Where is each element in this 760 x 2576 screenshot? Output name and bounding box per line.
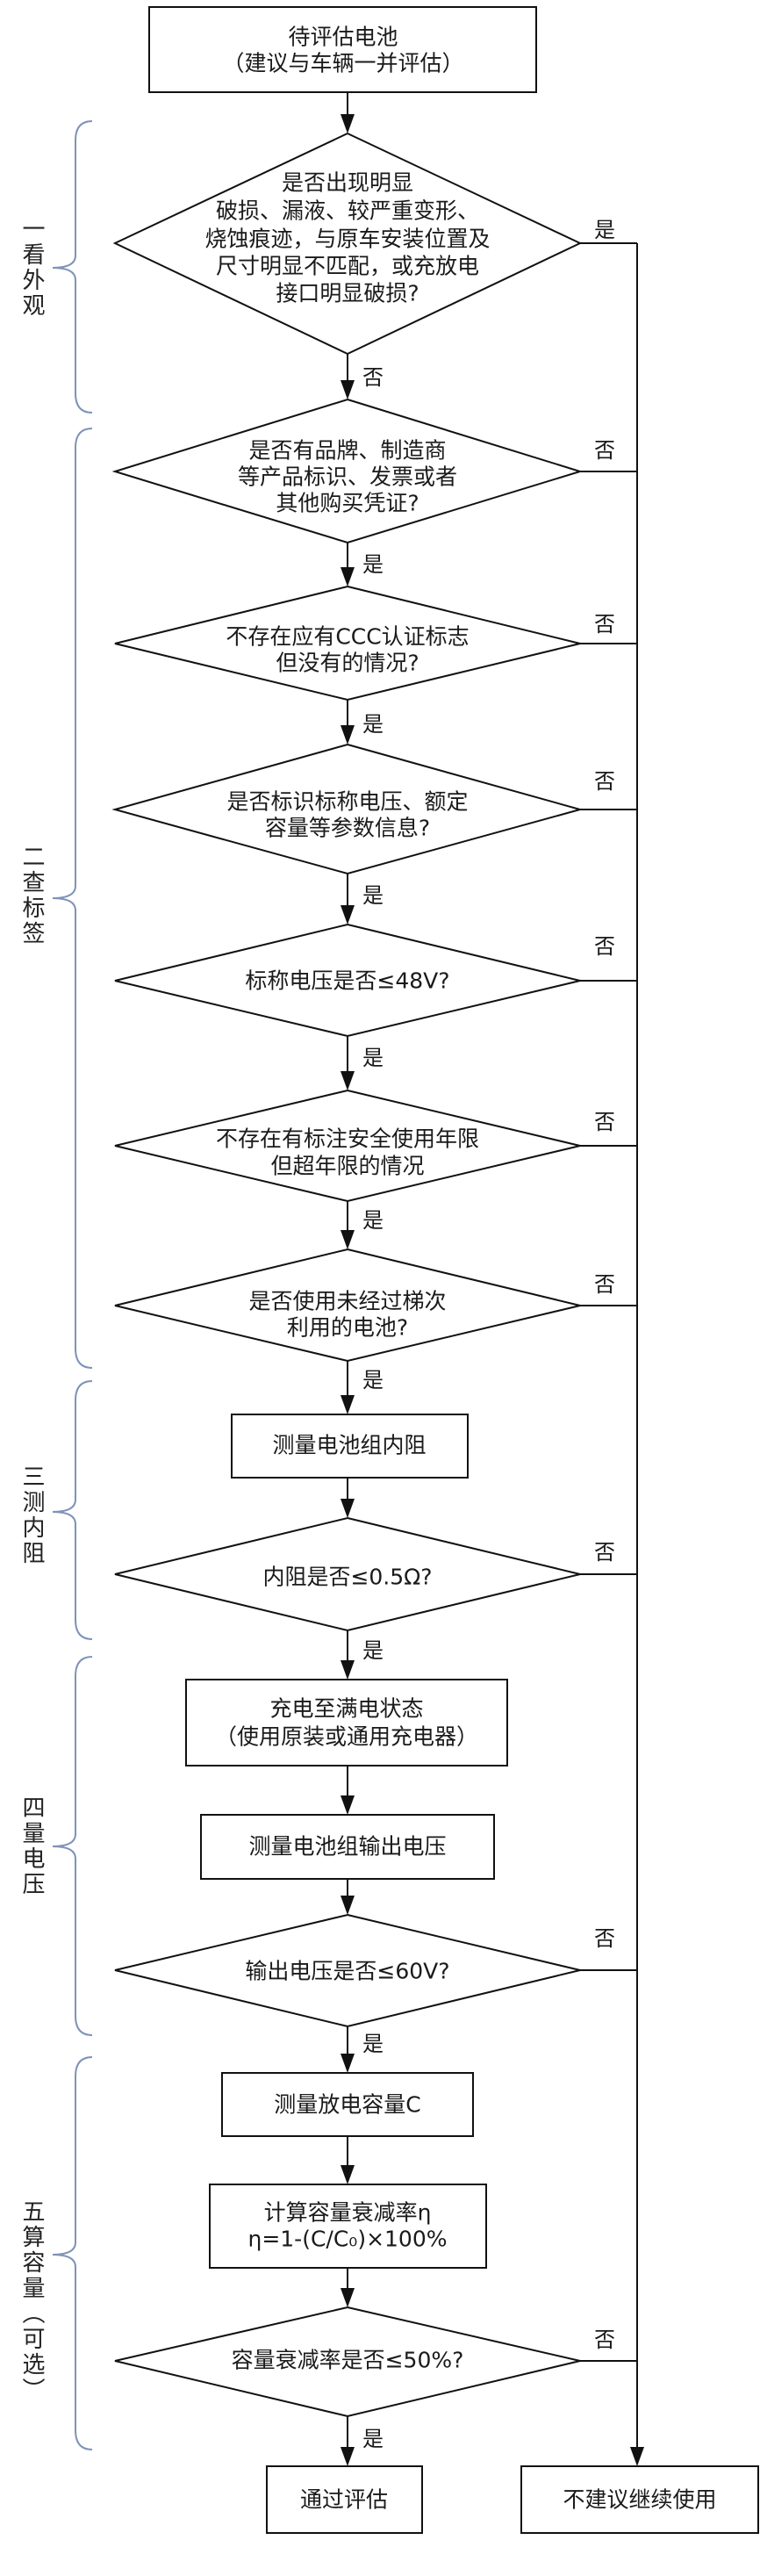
decision-7-text: 是否使用未经过梯次 — [248, 1289, 446, 1314]
arrowhead-icon — [341, 567, 355, 586]
edge-label-right: 否 — [594, 1926, 615, 1951]
process-box — [200, 1814, 495, 1880]
decision-5-text: 标称电压是否≤48V? — [245, 968, 449, 994]
stage-brace-2 — [52, 428, 93, 1369]
arrowhead-icon — [341, 725, 355, 745]
arrowhead-icon — [341, 114, 355, 133]
decision-1-text: 烧蚀痕迹，与原车安装位置及 — [204, 227, 490, 252]
start-text-line1: 待评估电池 — [288, 25, 398, 50]
process-2-text: 充电至满电状态 — [269, 1696, 423, 1722]
stage-label-capacity: 五算容量（可选） — [18, 2199, 45, 2403]
edge-label-down: 是 — [362, 883, 384, 908]
decision-3-text: 但没有的情况? — [276, 651, 419, 676]
arrowhead-icon — [341, 2054, 355, 2073]
outcome-pass-text: 通过评估 — [300, 2487, 388, 2513]
arrowhead-icon — [630, 2447, 644, 2466]
arrowhead-icon — [341, 1660, 355, 1680]
edge-label-down: 是 — [362, 552, 384, 577]
decision-1-text: 是否出现明显 — [282, 170, 413, 196]
arrowhead-icon — [341, 1795, 355, 1815]
stage-label-appearance: 一看外观 — [18, 217, 45, 319]
edge-label-down: 否 — [362, 365, 384, 390]
edge-label-right: 是 — [594, 218, 615, 242]
decision-7-text: 利用的电池? — [287, 1315, 408, 1341]
stage-brace-5 — [52, 2056, 93, 2450]
stage-brace-3 — [52, 1380, 93, 1640]
stage-label-resistance: 三测内阻 — [18, 1464, 45, 1566]
arrowhead-icon — [341, 2447, 355, 2466]
decision-2-text: 是否有品牌、制造商 — [248, 438, 446, 464]
decision-1-text: 尺寸明显不匹配，或充放电 — [216, 254, 479, 279]
edge-label-right: 否 — [594, 2328, 615, 2352]
start-box — [148, 6, 537, 93]
edge-label-right: 否 — [594, 438, 615, 463]
edge-label-down: 是 — [362, 1638, 384, 1663]
edge-label-down: 是 — [362, 712, 384, 737]
stage-brace-4 — [52, 1656, 93, 2036]
edge-label-right: 否 — [594, 934, 615, 959]
process-3-text: 测量电池组输出电压 — [248, 1834, 446, 1860]
stage-label-label-check: 二查标签 — [18, 845, 45, 946]
decision-2-text: 其他购买凭证? — [276, 491, 419, 516]
decision-1-text: 接口明显破损? — [276, 281, 419, 306]
process-5-text: 计算容量衰减率η — [264, 2200, 432, 2226]
arrowhead-icon — [341, 1071, 355, 1090]
edge-label-right: 否 — [594, 612, 615, 637]
arrowhead-icon — [341, 1896, 355, 1915]
process-4-text: 测量放电容量C — [274, 2092, 420, 2118]
edge-label-right: 否 — [594, 1540, 615, 1565]
outcome-fail-box — [520, 2465, 759, 2534]
decision-9-text: 输出电压是否≤60V? — [245, 1959, 449, 1984]
decision-10-text: 容量衰减率是否≤50%? — [232, 2348, 464, 2373]
process-5-text: η=1-(C/C₀)×100% — [247, 2227, 447, 2252]
decision-6-text: 不存在有标注安全使用年限 — [216, 1126, 479, 1152]
process-box — [185, 1679, 508, 1767]
edge-label-down: 是 — [362, 2032, 384, 2056]
process-box — [209, 2184, 487, 2269]
edge-label-right: 否 — [594, 1110, 615, 1134]
edge-label-down: 是 — [362, 1208, 384, 1233]
decision-1-text: 破损、漏液、较严重变形、 — [216, 198, 479, 224]
edge-label-down: 是 — [362, 2427, 384, 2451]
arrowhead-icon — [341, 2288, 355, 2307]
arrowhead-icon — [341, 380, 355, 399]
arrowhead-icon — [341, 905, 355, 925]
stage-brace-1 — [52, 120, 93, 414]
edge-label-down: 是 — [362, 1046, 384, 1070]
stage-label-voltage: 四量电压 — [18, 1795, 45, 1897]
decision-6-text: 但超年限的情况 — [270, 1154, 424, 1179]
arrowhead-icon — [341, 1230, 355, 1249]
outcome-fail-text: 不建议继续使用 — [563, 2487, 716, 2513]
process-2-text: （使用原装或通用充电器） — [215, 1724, 478, 1750]
process-box — [231, 1414, 469, 1479]
decision-3-text: 不存在应有CCC认证标志 — [226, 624, 469, 650]
decision-2-text: 等产品标识、发票或者 — [238, 464, 457, 490]
start-text-line2: （建议与车辆一并评估） — [222, 51, 463, 76]
edge-label-right: 否 — [594, 769, 615, 794]
decision-4-text: 是否标识标称电压、额定 — [226, 789, 468, 815]
decision-8-text: 内阻是否≤0.5Ω? — [262, 1565, 432, 1590]
arrowhead-icon — [341, 1499, 355, 1518]
arrowhead-icon — [341, 1395, 355, 1414]
edge-label-right: 否 — [594, 1272, 615, 1297]
decision-4-text: 容量等参数信息? — [265, 816, 430, 841]
arrowhead-icon — [341, 2165, 355, 2184]
edge-label-down: 是 — [362, 1368, 384, 1392]
process-1-text: 测量电池组内阻 — [272, 1433, 426, 1458]
outcome-pass-box — [266, 2465, 423, 2534]
